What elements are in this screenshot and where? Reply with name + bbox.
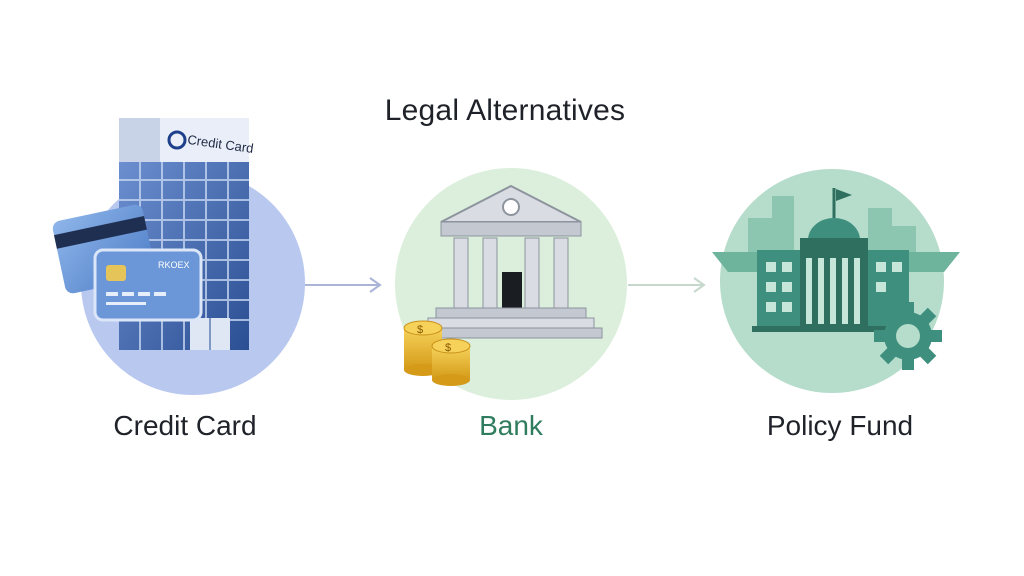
card-chip-icon	[106, 265, 126, 281]
node-label-bank: Bank	[479, 410, 543, 441]
node-policy-fund	[712, 169, 960, 393]
coin-stack-icon: $ $	[403, 320, 471, 386]
brand-logo-icon	[167, 130, 187, 150]
node-credit-card: Credit Card RKOEX	[52, 118, 305, 395]
flag-icon	[836, 189, 852, 201]
edge-credit-to-bank	[302, 277, 382, 293]
node-label-policy-fund: Policy Fund	[766, 410, 914, 441]
svg-text:$: $	[417, 324, 423, 336]
node-bank: $ $	[395, 168, 627, 400]
diagram-title: Legal Alternatives	[384, 94, 626, 127]
node-label-credit-card: Credit Card	[113, 410, 257, 441]
bank-building-icon	[419, 184, 603, 339]
svg-text:$: $	[445, 342, 451, 354]
gear-icon	[874, 302, 942, 370]
card-brand-text: RKOEX	[158, 260, 190, 270]
edge-bank-to-policy	[628, 277, 706, 293]
credit-card-front-icon: RKOEX	[93, 248, 203, 322]
government-building-icon	[752, 188, 914, 332]
